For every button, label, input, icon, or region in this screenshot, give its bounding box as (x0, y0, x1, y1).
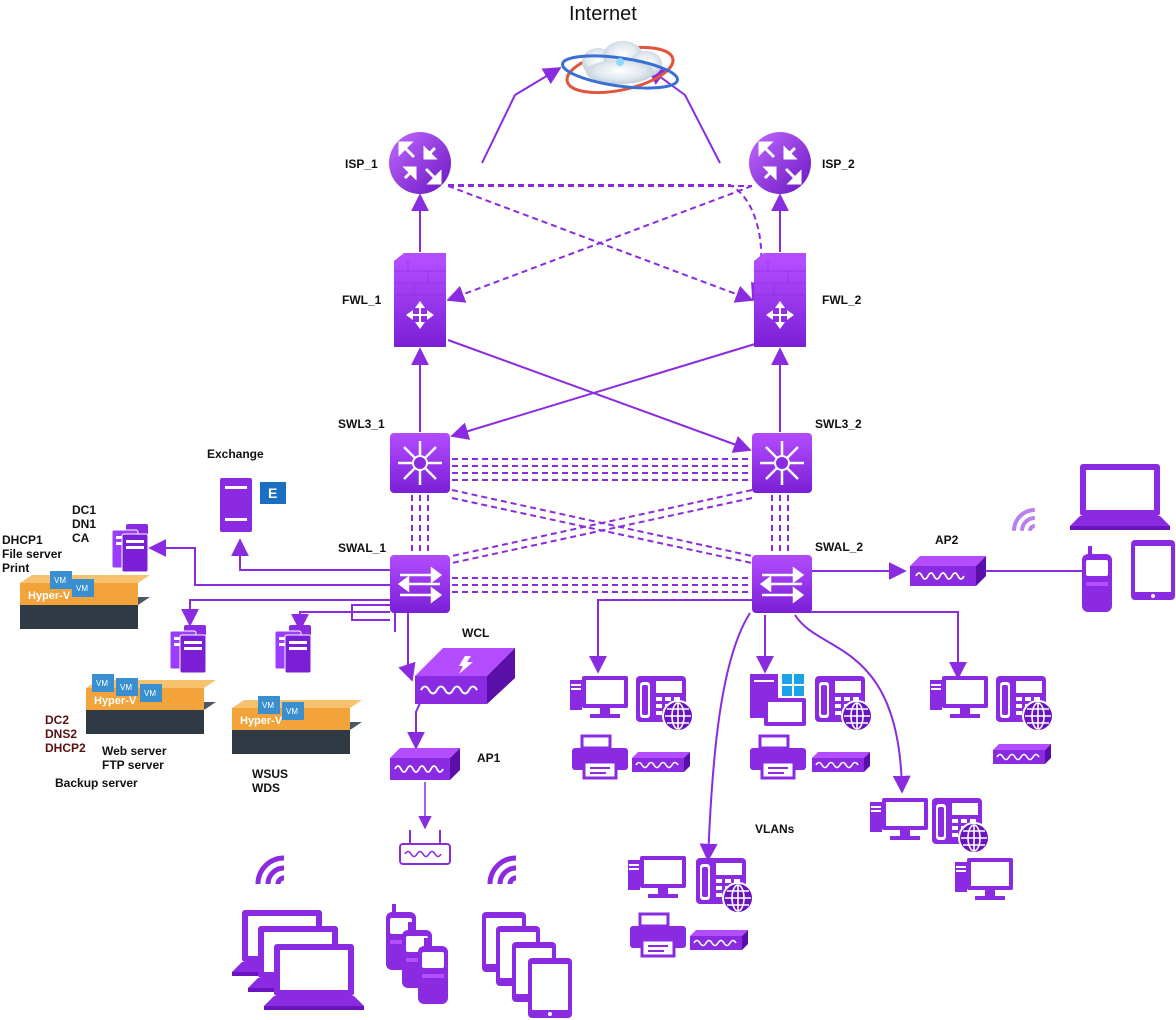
vlan-group-5 (628, 856, 754, 958)
dhcp1-line-1: DHCP1 (2, 533, 43, 547)
fwl2-label: FWL_2 (822, 293, 862, 307)
svg-text:VM: VM (262, 701, 274, 710)
fwl1-label: FWL_1 (342, 293, 382, 307)
server-icon-dc1 (111, 523, 149, 573)
wifi-icon-laptops (258, 858, 284, 884)
dc2-line-1: DC2 (45, 713, 70, 727)
isp2-label: ISP_2 (822, 157, 855, 171)
hyperv-host-dhcp1: Hyper-V VM VM (20, 571, 150, 629)
access-point-icon-ap2 (910, 556, 986, 586)
server-icon-mid2 (274, 624, 312, 674)
hyperv-host-dc2: Hyper-V VM VM VM (86, 674, 216, 734)
exchange-label: Exchange (207, 447, 264, 461)
wcl-label: WCL (462, 626, 490, 640)
svg-text:VM: VM (286, 707, 298, 716)
exchange-server-icon: E (220, 478, 286, 532)
dc1-line-1: DC1 (72, 503, 97, 517)
workstation-icon (955, 858, 1013, 900)
internet-label: Internet (569, 3, 637, 25)
printer-icon (570, 734, 630, 780)
svg-text:VM: VM (120, 683, 132, 692)
dc2-line-2: DNS2 (45, 727, 78, 741)
svg-text:E: E (268, 485, 277, 501)
server-icon-mid1 (169, 624, 207, 674)
l3-switch-icon-swl3-2 (752, 433, 812, 493)
firewall-icon-fwl1 (394, 253, 446, 347)
wireless-router-icon (399, 830, 451, 865)
wifi-icon-ap2 (1014, 510, 1035, 531)
firewall-icon-fwl2 (754, 253, 806, 347)
l3-switch-icon-swl3-1 (390, 433, 450, 493)
svg-text:VM: VM (144, 689, 156, 698)
dhcp1-line-2: File server (2, 547, 63, 561)
links (148, 66, 1090, 862)
dc1-line-3: CA (72, 531, 90, 545)
printer-icon (628, 912, 688, 958)
hub-icon (631, 751, 691, 773)
dc1-line-2: DN1 (72, 517, 97, 531)
internet-cloud-icon (561, 41, 679, 95)
vlan-group-1 (570, 675, 694, 780)
dhcp1-label: DHCP1 File server Print (2, 533, 62, 575)
tablet-icon-ap2 (1131, 540, 1175, 600)
wsus-line-1: WSUS (252, 767, 288, 781)
hub-icon (689, 929, 749, 951)
laptop-icon-ap2 (1070, 464, 1170, 530)
hub-icon (811, 751, 871, 773)
svg-text:Hyper-V: Hyper-V (28, 590, 71, 602)
svg-text:VM: VM (76, 584, 88, 593)
mobile-icon-ap2 (1082, 546, 1112, 612)
swl3-1-label: SWL3_1 (338, 417, 385, 431)
svg-text:VM: VM (96, 679, 108, 688)
workstation-icon (628, 856, 686, 898)
vlan-group-3 (930, 675, 1054, 765)
swl3-2-label: SWL3_2 (815, 417, 862, 431)
backup-server-label: Backup server (55, 776, 138, 790)
dc2-label: DC2 DNS2 DHCP2 (45, 713, 86, 755)
switch-icon-swal1 (390, 555, 450, 613)
ap1-label: AP1 (477, 751, 501, 765)
ip-phone-icon (695, 857, 754, 914)
printer-icon (748, 734, 808, 780)
laptop-icon-group (232, 910, 364, 1010)
web-line-2: FTP server (102, 758, 164, 772)
swal1-label: SWAL_1 (338, 541, 387, 555)
router-icon-isp1 (387, 130, 453, 196)
web-server-label: Web server FTP server (102, 744, 166, 772)
ip-phone-icon (635, 675, 694, 732)
vlans-label: VLANs (755, 822, 795, 836)
wifi-icon-tablets (490, 858, 516, 884)
ap2-label: AP2 (935, 533, 959, 547)
svg-text:Hyper-V: Hyper-V (240, 715, 283, 727)
workstation-icon-windows (750, 674, 806, 726)
access-point-icon-ap1 (390, 748, 460, 780)
dhcp1-line-3: Print (2, 561, 30, 575)
web-line-1: Web server (102, 744, 167, 758)
dashed-links (411, 184, 789, 593)
mobile-icon-group (386, 904, 448, 1004)
hub-icon (992, 743, 1052, 765)
dc1-label: DC1 DN1 CA (72, 503, 96, 545)
switch-icon-swal2 (752, 555, 812, 613)
wsus-line-2: WDS (252, 781, 280, 795)
svg-text:Hyper-V: Hyper-V (94, 695, 137, 707)
workstation-icon (570, 676, 628, 718)
hyperv-host-wsus: Hyper-V VM VM (232, 696, 362, 754)
ip-phone-icon (931, 797, 990, 854)
vlan-group-2 (748, 674, 873, 780)
wsus-label: WSUS WDS (252, 767, 288, 795)
vlan-group-4 (870, 797, 1013, 900)
svg-text:VM: VM (54, 576, 66, 585)
tablet-icon-group (482, 912, 572, 1018)
workstation-icon (870, 798, 928, 840)
router-icon-isp2 (747, 130, 813, 196)
dc2-line-3: DHCP2 (45, 741, 86, 755)
workstation-icon (930, 676, 988, 718)
swal2-label: SWAL_2 (815, 540, 864, 554)
ip-phone-icon (814, 675, 873, 732)
wireless-controller-icon (415, 648, 515, 704)
isp1-label: ISP_1 (345, 157, 378, 171)
ip-phone-icon (995, 675, 1054, 732)
